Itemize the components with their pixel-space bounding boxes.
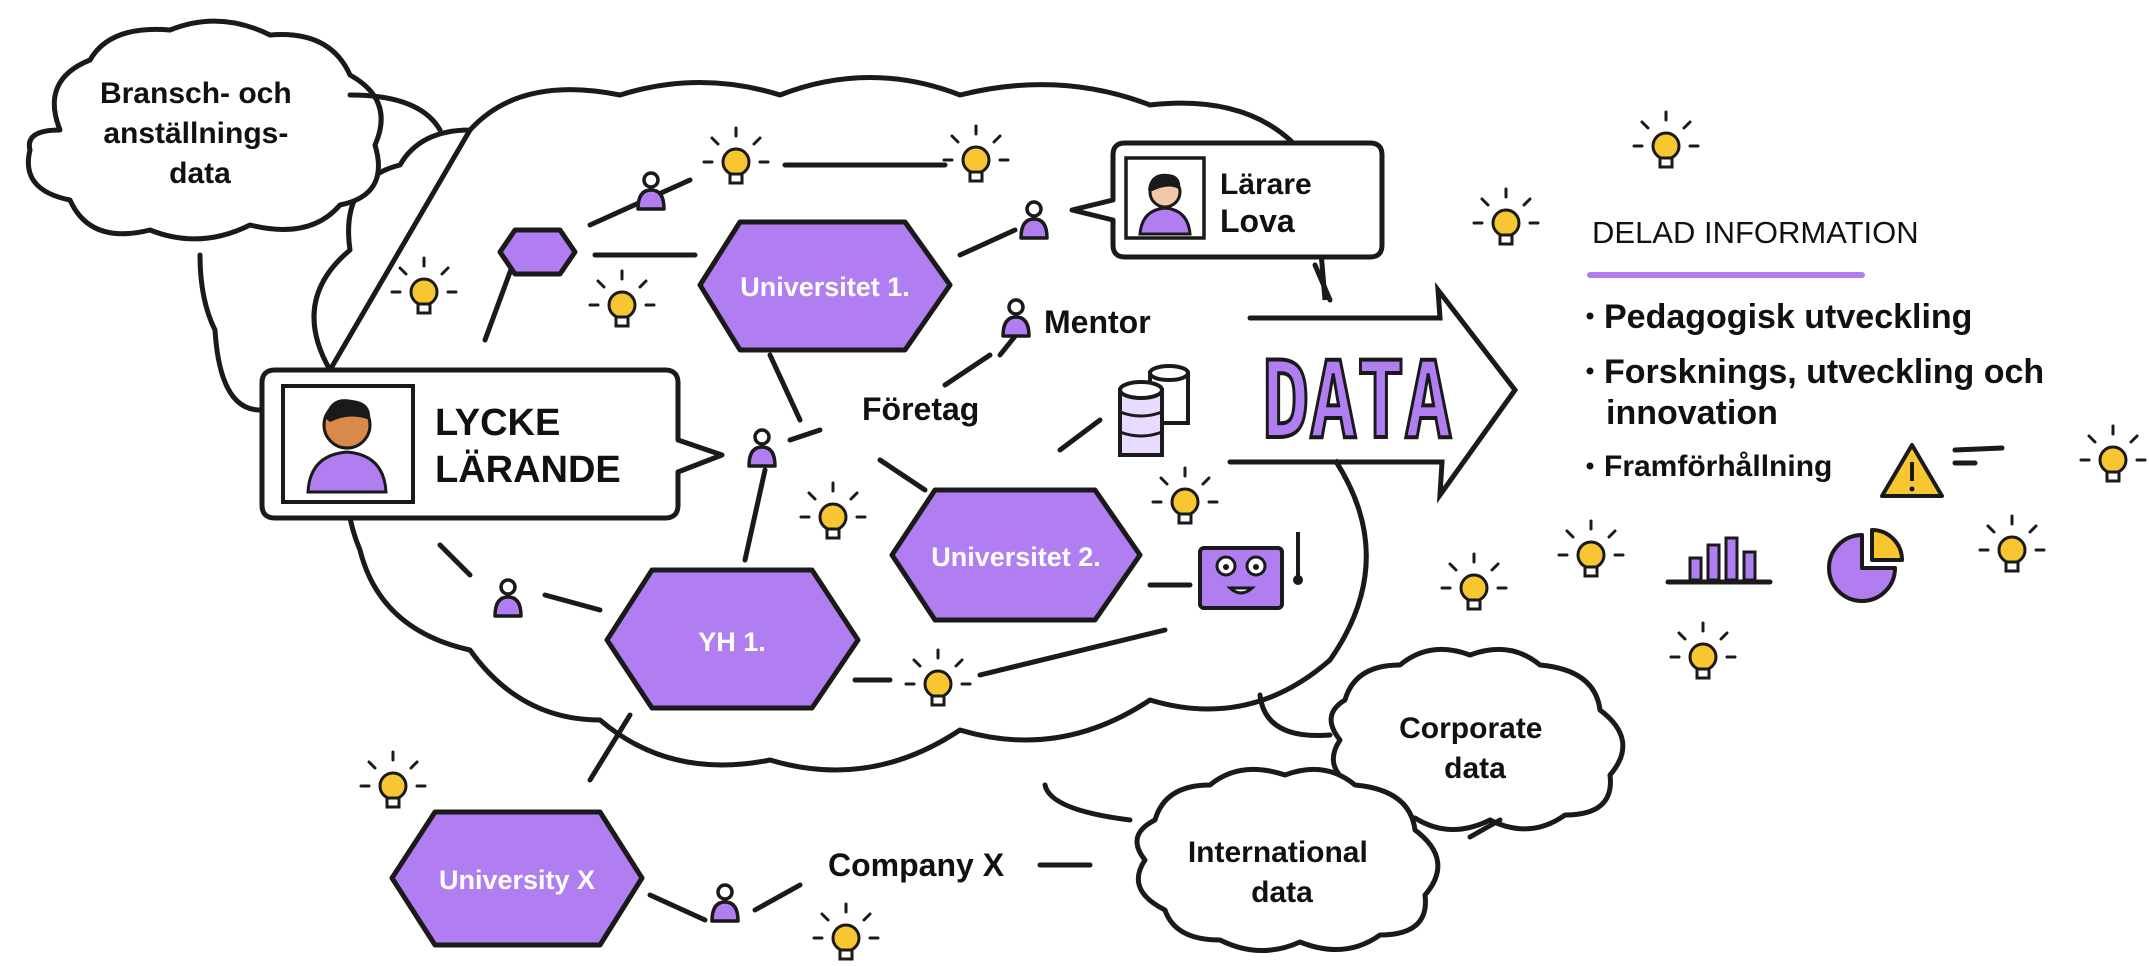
international-cloud	[1134, 766, 1441, 953]
shared-info-item-2: Forsknings, utveckling och innovation	[1604, 353, 2054, 432]
person-icon	[1019, 200, 1049, 240]
learner-avatar	[306, 399, 388, 494]
lightbulb-icon	[359, 750, 427, 809]
node-university-x	[389, 809, 645, 948]
teacher-role: Lärare	[1220, 168, 1312, 201]
node-universitet-2	[889, 487, 1143, 623]
data-arrow: DATA	[1227, 281, 1519, 504]
pie-chart-icon	[1827, 528, 1904, 603]
label-yh-1: YH 1.	[698, 627, 766, 657]
lightbulb-icon	[1151, 466, 1219, 525]
lightbulb-icon	[1632, 110, 1700, 169]
label-universitet-2: Universitet 2.	[931, 542, 1101, 572]
corporate-cloud-label: Corporate data	[1399, 712, 1551, 785]
lightbulb-icon	[1557, 519, 1625, 578]
node-yh-1	[604, 567, 861, 711]
robot-icon	[1198, 532, 1303, 610]
shared-info-panel: DELAD INFORMATION Pedagogisk utveckling …	[1586, 215, 2054, 498]
data-arrow-label: DATA	[1262, 339, 1452, 462]
learner-line2: LÄRANDE	[435, 448, 621, 491]
learner-line1: LYCKE	[435, 402, 560, 444]
international-line1: International	[1188, 836, 1368, 869]
person-icon	[710, 883, 740, 923]
label-university-x: University X	[439, 865, 595, 895]
lightbulb-icon	[942, 124, 1010, 183]
industry-cloud-label: Bransch- och anställnings- data	[100, 77, 300, 190]
shared-info-item-2-line1: Forsknings, utveckling och	[1604, 353, 2044, 391]
lightbulb-icon	[1669, 621, 1737, 680]
lightbulb-icon	[2079, 424, 2147, 483]
label-mentor: Mentor	[1044, 304, 1151, 340]
learner-card: LYCKE LÄRANDE	[259, 367, 725, 521]
shared-info-item-1: Pedagogisk utveckling	[1604, 298, 1972, 336]
lightbulb-icon	[1440, 552, 1508, 611]
lightbulb-icon	[1472, 187, 1540, 246]
lightbulb-icon	[702, 126, 770, 185]
person-icon	[493, 578, 523, 618]
industry-cloud	[25, 18, 384, 242]
shared-info-item-3: Framförhållning	[1604, 450, 1832, 483]
industry-line1: Bransch- och	[100, 77, 292, 110]
lightbulb-icon	[799, 481, 867, 540]
corporate-line2: data	[1444, 752, 1506, 785]
shared-info-heading: DELAD INFORMATION	[1592, 215, 1919, 250]
small-hex-node	[497, 227, 578, 277]
warning-icon	[1880, 443, 1944, 498]
lightbulb-icon	[1978, 514, 2046, 573]
teacher-card: Lärare Lova	[1069, 140, 1385, 260]
shared-info-item-2-line2: innovation	[1606, 394, 1778, 432]
industry-line3: data	[169, 157, 231, 190]
node-universitet-1	[697, 219, 953, 353]
teacher-avatar	[1138, 173, 1192, 236]
lightbulb-icon	[588, 269, 656, 328]
teacher-name: Lova	[1220, 203, 1295, 239]
database-icon	[1118, 364, 1190, 457]
lightbulb-icon	[390, 256, 458, 315]
lightbulb-icon	[812, 902, 880, 961]
label-universitet-1: Universitet 1.	[740, 272, 910, 302]
industry-line2: anställnings-	[103, 117, 288, 150]
person-icon	[1001, 298, 1031, 338]
lightbulb-icon	[904, 648, 972, 707]
bar-chart-icon	[1665, 536, 1773, 585]
international-line2: data	[1251, 876, 1313, 909]
international-cloud-label: International data	[1188, 836, 1376, 909]
label-company-x: Company X	[828, 847, 1005, 883]
label-foretag: Företag	[862, 391, 979, 427]
person-icon	[747, 428, 777, 468]
corporate-line1: Corporate	[1399, 712, 1542, 745]
